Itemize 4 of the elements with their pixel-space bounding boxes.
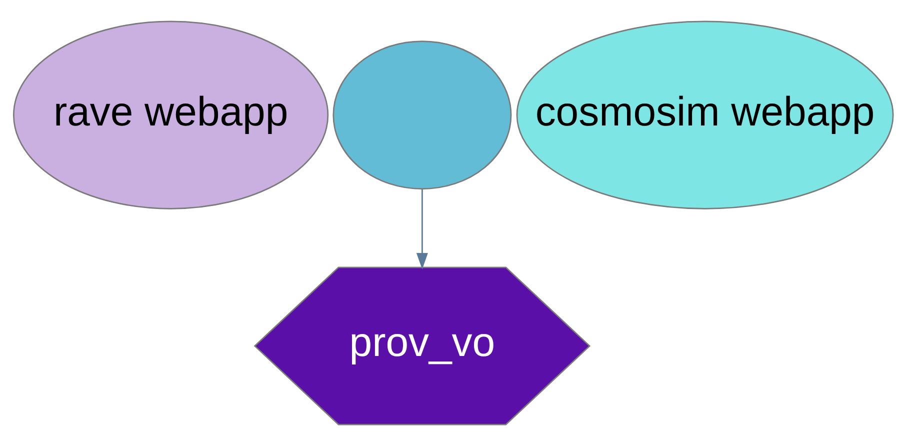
arrow [416,188,428,269]
node-ellipse [332,40,512,190]
node-ellipse: rave webapp [12,20,329,209]
node-ellipse: cosmosim webapp [516,20,894,209]
